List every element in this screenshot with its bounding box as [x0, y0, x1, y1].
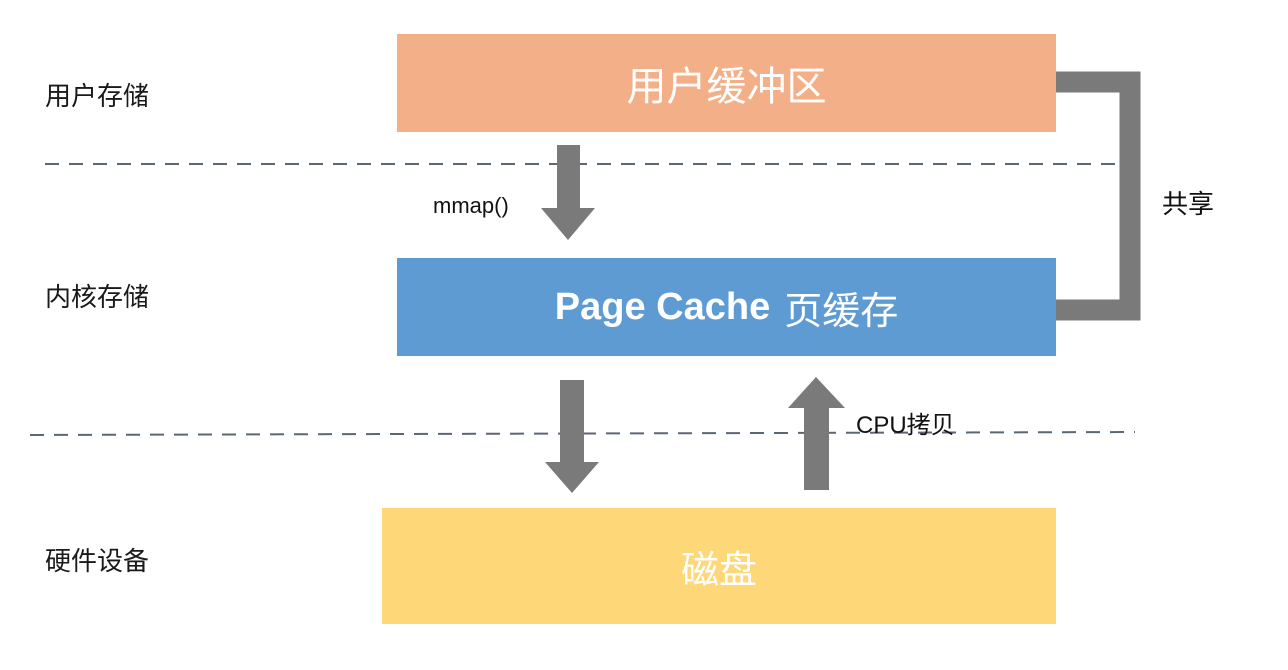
cpu-copy-label: CPU拷贝 [856, 412, 955, 439]
user-buffer-label: 用户缓冲区 [626, 64, 827, 110]
disk-box: 磁盘 [382, 508, 1056, 624]
page-cache-label-en: Page Cache [554, 285, 771, 328]
mmap-label: mmap() [433, 193, 509, 218]
cpu-copy-arrow [788, 377, 845, 490]
share-label: 共享 [1162, 190, 1215, 220]
user-buffer-box: 用户缓冲区 [397, 34, 1056, 132]
page-cache-box: Page Cache 页缓存 [397, 258, 1056, 356]
page-cache-label-zh: 页缓存 [784, 288, 899, 333]
mmap-arrow [541, 145, 595, 240]
layer-label-kernel-storage: 内核存储 [45, 283, 150, 313]
layer-label-hardware-device: 硬件设备 [45, 547, 150, 577]
share-bracket [1056, 71, 1141, 321]
disk-label: 磁盘 [680, 547, 757, 592]
layer-label-user-storage: 用户存储 [45, 82, 150, 112]
page-cache-to-disk-arrow [545, 380, 599, 493]
